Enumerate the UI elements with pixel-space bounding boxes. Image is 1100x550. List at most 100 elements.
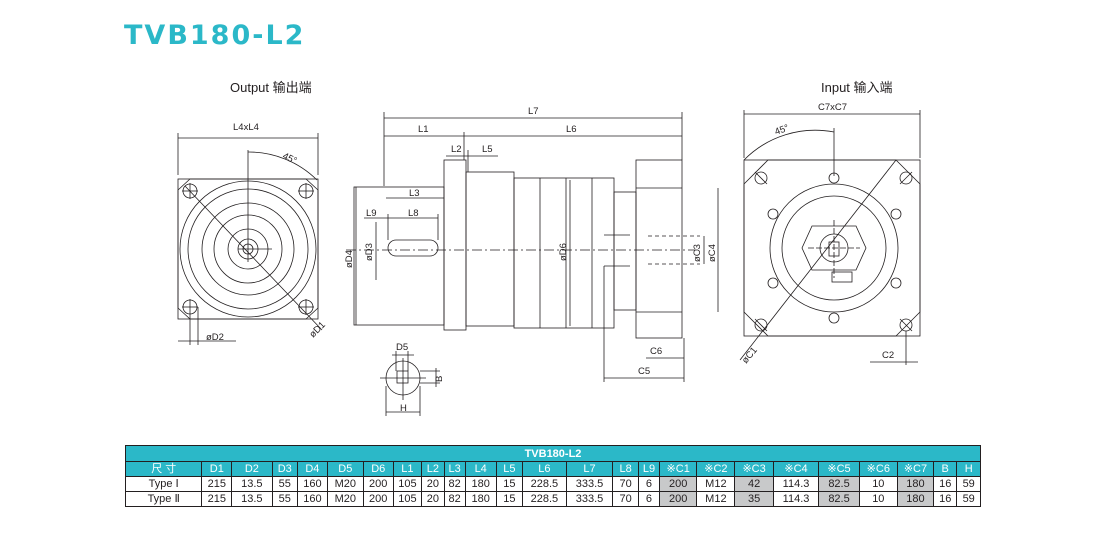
dim-h: H bbox=[400, 403, 407, 414]
table-header-cell: L2 bbox=[421, 461, 445, 477]
dim-d3: øD3 bbox=[364, 243, 375, 261]
dim-l4xl4: L4xL4 bbox=[233, 122, 259, 133]
dim-c3: øC3 bbox=[692, 244, 703, 262]
input-end-view bbox=[739, 110, 921, 365]
dim-c5: C5 bbox=[638, 366, 650, 377]
table-header-cell: ※C3 bbox=[734, 461, 774, 477]
table-cell: 35 bbox=[734, 491, 774, 507]
dim-c4: øC4 bbox=[707, 244, 718, 262]
table-cell: M20 bbox=[326, 476, 364, 492]
table-cell: 10 bbox=[858, 476, 898, 492]
dim-angle-input: 45° bbox=[773, 123, 790, 138]
table-header-cell: D5 bbox=[326, 461, 364, 477]
shaft-key-section bbox=[380, 351, 440, 416]
table-header-cell: D3 bbox=[271, 461, 299, 477]
table-header-cell: B bbox=[933, 461, 958, 477]
dim-l6: L6 bbox=[566, 124, 577, 135]
table-cell: 70 bbox=[612, 491, 639, 507]
table-cell: 180 bbox=[464, 476, 497, 492]
dim-d1: øD1 bbox=[307, 320, 327, 340]
output-view-label: Output 输出端 bbox=[230, 80, 312, 95]
table-header-cell: D6 bbox=[362, 461, 394, 477]
table-cell: M20 bbox=[326, 491, 364, 507]
table-cell: 6 bbox=[637, 476, 661, 492]
table-cell: 200 bbox=[362, 476, 394, 492]
side-view bbox=[346, 112, 719, 382]
table-cell: 160 bbox=[297, 491, 328, 507]
table-header-cell: L8 bbox=[612, 461, 639, 477]
table-cell: 114.3 bbox=[772, 476, 820, 492]
table-cell: 82 bbox=[443, 476, 466, 492]
dim-l2: L2 bbox=[451, 144, 462, 155]
table-cell: 59 bbox=[956, 476, 981, 492]
table-header-cell: L7 bbox=[565, 461, 614, 477]
table-cell: 200 bbox=[659, 491, 698, 507]
table-cell: 20 bbox=[421, 476, 445, 492]
table-row-header: Type Ⅱ bbox=[124, 491, 203, 507]
table-cell: 15 bbox=[495, 491, 524, 507]
table-header-cell: L1 bbox=[392, 461, 423, 477]
table-cell: 160 bbox=[297, 476, 328, 492]
table-cell: 228.5 bbox=[522, 491, 567, 507]
table-header-cell: ※C1 bbox=[659, 461, 698, 477]
table-cell: 82 bbox=[443, 491, 466, 507]
table-cell: 82.5 bbox=[818, 476, 860, 492]
table-header-cell: ※C2 bbox=[696, 461, 736, 477]
dim-c1: øC1 bbox=[740, 345, 760, 366]
output-end-view bbox=[177, 133, 323, 345]
table-caption: TVB180-L2 bbox=[125, 445, 981, 462]
dim-c6: C6 bbox=[650, 346, 662, 357]
table-cell: 180 bbox=[464, 491, 497, 507]
dim-l3: L3 bbox=[409, 188, 420, 199]
dim-b: B bbox=[434, 376, 445, 382]
table-cell: 70 bbox=[612, 476, 639, 492]
table-cell: 180 bbox=[896, 476, 935, 492]
table-cell: 215 bbox=[201, 491, 233, 507]
table-cell: M12 bbox=[696, 491, 736, 507]
table-cell: 114.3 bbox=[772, 491, 820, 507]
table-cell: 55 bbox=[271, 476, 299, 492]
table-header-cell: L4 bbox=[464, 461, 497, 477]
table-header-cell: L5 bbox=[495, 461, 524, 477]
dim-d2: øD2 bbox=[206, 332, 224, 343]
table-header-cell: D4 bbox=[297, 461, 328, 477]
table-row-header: Type Ⅰ bbox=[124, 476, 203, 492]
table-cell: 55 bbox=[271, 491, 299, 507]
dim-c7xc7: C7xC7 bbox=[818, 102, 847, 113]
dim-d4: øD4 bbox=[344, 250, 355, 268]
table-cell: 16 bbox=[933, 491, 958, 507]
table-header-cell: L6 bbox=[522, 461, 567, 477]
dim-l5: L5 bbox=[482, 144, 493, 155]
table-cell: 10 bbox=[858, 491, 898, 507]
table-header-cell: D1 bbox=[201, 461, 233, 477]
table-cell: 6 bbox=[637, 491, 661, 507]
table-header-cell: D2 bbox=[231, 461, 273, 477]
table-cell: 228.5 bbox=[522, 476, 567, 492]
table-cell: 180 bbox=[896, 491, 935, 507]
table-header-cell: 尺 寸 bbox=[124, 461, 203, 477]
table-header-cell: ※C4 bbox=[772, 461, 820, 477]
table-cell: 200 bbox=[362, 491, 394, 507]
table-cell: 59 bbox=[956, 491, 981, 507]
table-cell: 333.5 bbox=[565, 476, 614, 492]
table-cell: 42 bbox=[734, 476, 774, 492]
table-cell: 15 bbox=[495, 476, 524, 492]
dim-c2: C2 bbox=[882, 350, 894, 361]
table-cell: 82.5 bbox=[818, 491, 860, 507]
table-header-cell: H bbox=[956, 461, 981, 477]
dim-l8: L8 bbox=[408, 208, 419, 219]
table-cell: 215 bbox=[201, 476, 233, 492]
table-header-cell: ※C6 bbox=[858, 461, 898, 477]
dim-d5: D5 bbox=[396, 342, 408, 353]
table-header-cell: L3 bbox=[443, 461, 466, 477]
input-view-label: Input 输入端 bbox=[821, 80, 893, 95]
table-cell: 333.5 bbox=[565, 491, 614, 507]
table-header-cell: ※C5 bbox=[818, 461, 860, 477]
page-title: TVB180-L2 bbox=[124, 20, 306, 51]
dim-l1: L1 bbox=[418, 124, 429, 135]
